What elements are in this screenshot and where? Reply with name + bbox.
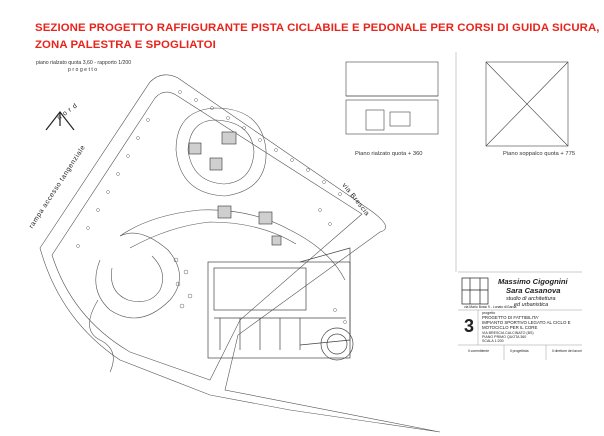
project-line-2: IMPIANTO SPORTIVO LEGATO AL CICLO E [482, 320, 571, 325]
pavilion-1 [221, 131, 237, 145]
project-label: progetto [482, 311, 496, 315]
pavilion-5 [258, 211, 273, 225]
cycle-track-curve-2 [111, 255, 163, 302]
studio-logo-icon [461, 277, 489, 305]
signature-designer: Il progettista [510, 349, 529, 353]
project-line-5: PIANO PRIMO QUOTA 360 [482, 335, 527, 339]
sheet-number: 3 [464, 316, 475, 336]
scale-note: piano rialzato quota 3,60 - rapporto 1/2… [36, 60, 132, 66]
sheet-title-line-1: SEZIONE PROGETTO RAFFIGURANTE PISTA CICL… [35, 22, 600, 34]
signature-client: Il committente [468, 349, 490, 353]
building-wing [299, 247, 351, 346]
cycle-track-loop-inner [187, 119, 255, 185]
studio-line-2: ed urbanistica [514, 302, 549, 308]
studio-address: via Mario Bossi 9 - Lonato d/Garda [464, 305, 517, 309]
studio-line-1: studio di architettura [506, 296, 556, 302]
plan-label: p r o g e t t o [68, 67, 98, 73]
north-arrow-icon [45, 111, 75, 131]
pavilion-3 [209, 157, 223, 171]
cycle-track-path-2 [129, 221, 297, 249]
pavilion-4 [217, 205, 232, 219]
architect-name-1: Massimo Cigognini [498, 277, 568, 286]
architect-name-2: Sara Casanova [506, 286, 561, 295]
pavilion-2 [188, 142, 202, 155]
caption-ground-floor: Piano rialzato quota + 360 [355, 151, 423, 157]
pavilion-6 [271, 235, 282, 246]
project-line-6: SCALA 1:200 [482, 339, 504, 343]
roundabout [320, 327, 354, 361]
project-line-1: PROGETTO DI FATTIBILITA' [482, 315, 539, 320]
mezzanine-plan [485, 61, 569, 147]
caption-mezzanine: Piano soppalco quota + 775 [503, 151, 576, 157]
ground-floor-lower [345, 99, 439, 135]
sheet-title-line-2: ZONA PALESTRA E SPOGLIATOI [35, 39, 216, 51]
project-line-3: MOTOCICLO PER IL CORE [482, 325, 538, 330]
cycle-track-wavy [89, 299, 114, 373]
project-line-4: VIA BRESCIA CALCINATO (BS) [482, 331, 534, 335]
ground-floor-plan [345, 61, 439, 97]
cycle-track-loop [175, 107, 267, 197]
gym-hall [213, 267, 307, 311]
site-boundary [39, 74, 441, 433]
site-boundary-inner [51, 91, 363, 381]
cycle-track-path [119, 209, 346, 281]
signature-director: Il direttore dei lavori [552, 349, 582, 353]
cycle-track-curve [95, 232, 180, 319]
